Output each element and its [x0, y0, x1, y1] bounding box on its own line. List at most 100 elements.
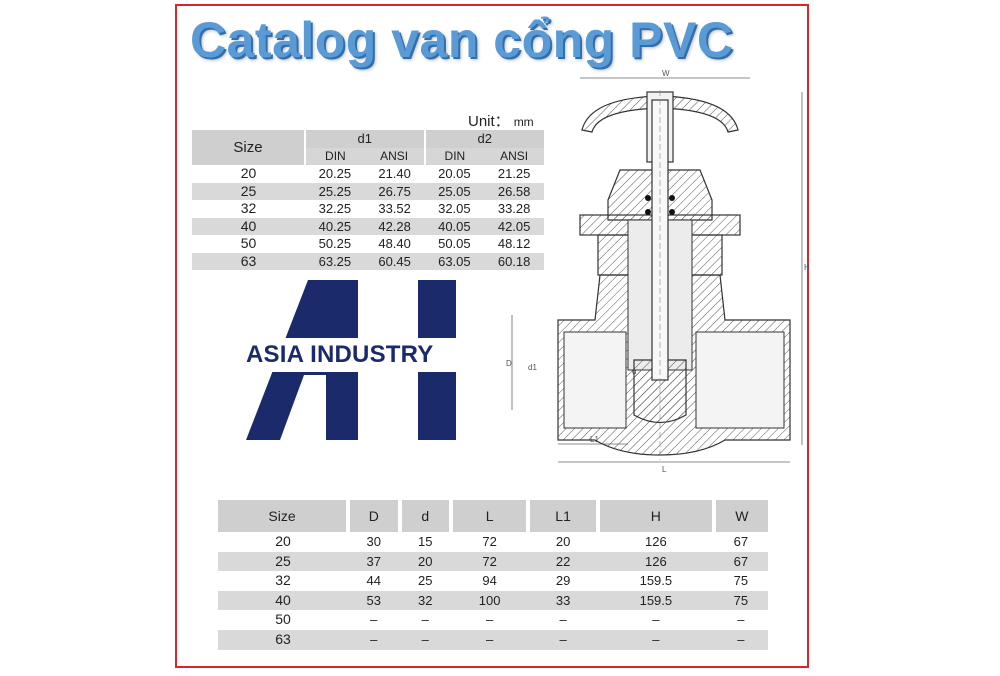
t2-cell: 20 — [399, 551, 451, 572]
dim-w-label: W — [662, 70, 670, 78]
unit-prefix: Unit： — [468, 113, 510, 130]
table-row: 32 32.25 33.52 32.05 33.28 — [192, 200, 544, 218]
t2-cell: 32 — [275, 572, 291, 589]
t2-cell: 75 — [733, 573, 749, 589]
table-row: 50 – – – – – – — [218, 610, 768, 630]
t1-cell: 26.58 — [484, 182, 544, 200]
t1-d1-header: d1 — [304, 130, 425, 148]
unit-value: mm — [513, 115, 534, 129]
t2-header: H — [595, 500, 714, 532]
table-row: 20 20.25 21.40 20.05 21.25 — [192, 165, 544, 183]
t2-cell: – — [348, 629, 400, 650]
o-ring — [645, 195, 651, 201]
left-socket — [563, 331, 627, 429]
dim-d-label: D — [506, 359, 512, 368]
t2-cell: – — [713, 629, 768, 650]
catalog-title: Catalog van cổng PVC — [190, 12, 734, 68]
t1-cell: 32.25 — [318, 201, 352, 216]
t2-cell: 22 — [528, 551, 598, 572]
t2-cell: – — [652, 612, 660, 628]
t1-cell: 25 — [192, 182, 305, 200]
table-row: 25 25.25 26.75 25.05 26.58 — [192, 182, 544, 200]
right-socket — [695, 331, 785, 429]
o-ring — [669, 195, 675, 201]
t1-cell: 20.25 — [318, 166, 352, 181]
t2-header: Size — [218, 500, 348, 532]
t1-cell: 33.28 — [497, 201, 531, 216]
t2-cell: 33 — [528, 590, 598, 611]
t2-cell: – — [597, 629, 714, 650]
dim-d1-label: d1 — [528, 363, 537, 372]
t2-cell: 75 — [713, 590, 768, 611]
t2-cell: 159.5 — [597, 590, 714, 611]
t1-cell: 40 — [192, 217, 305, 235]
dimension-table: Size D d L L1 H W 20 30 15 72 20 126 67 … — [218, 500, 768, 650]
t2-cell: – — [421, 612, 429, 628]
t1-cell: 32.05 — [438, 201, 471, 216]
inner-diameter-table: Size d1 d2 DIN ANSI DIN ANSI 20 20.25 21… — [192, 130, 544, 270]
t2-cell: 15 — [418, 534, 433, 549]
gate-valve-drawing: W H L L1 D d1 d2 d — [506, 70, 810, 474]
table-row: 63 – – – – – – — [218, 629, 768, 650]
t2-cell: 67 — [713, 551, 768, 572]
table-row: 32 44 25 94 29 159.5 75 — [218, 571, 768, 591]
logo-text: ASIA INDUSTRY — [246, 338, 478, 372]
t2-cell: 25 — [418, 573, 433, 589]
t1-cell: 63 — [192, 252, 305, 270]
t1-cell: 63.25 — [305, 252, 365, 270]
t2-cell: 72 — [451, 551, 529, 572]
t2-cell: – — [559, 612, 567, 628]
t1-cell: 63.05 — [424, 252, 485, 270]
table-row: 25 37 20 72 22 126 67 — [218, 551, 768, 572]
catalog-frame — [175, 4, 809, 668]
t2-header: W — [711, 500, 768, 532]
t2-cell: 40 — [218, 590, 348, 611]
unit-label: Unit：mm — [468, 110, 534, 131]
t2-cell: 126 — [645, 534, 667, 549]
table-row: 20 30 15 72 20 126 67 — [218, 532, 768, 552]
t2-cell: – — [399, 629, 451, 650]
t2-cell: – — [451, 629, 529, 650]
t1-cell: 21.40 — [378, 166, 411, 181]
t2-cell: 67 — [733, 534, 749, 549]
t2-cell: 25 — [218, 551, 348, 572]
t1-sub-header: DIN — [304, 147, 365, 165]
t2-header: d — [397, 500, 451, 532]
t1-cell: 48.40 — [378, 236, 411, 251]
t2-cell: – — [370, 612, 378, 628]
t2-cell: 44 — [366, 573, 381, 589]
t2-cell: 20 — [275, 533, 291, 549]
t1-d2-header: d2 — [423, 130, 544, 148]
t2-cell: 94 — [482, 573, 497, 589]
t1-cell: 50.05 — [438, 236, 471, 251]
t2-cell: – — [528, 629, 598, 650]
t1-sub-header: DIN — [423, 147, 485, 165]
t2-cell: – — [737, 612, 745, 628]
t2-cell: 159.5 — [639, 573, 673, 589]
t1-cell: 33.52 — [378, 201, 411, 216]
t2-cell: 63 — [218, 629, 348, 650]
t1-cell: 32 — [240, 200, 257, 216]
o-ring — [645, 209, 651, 215]
t1-cell: 25.25 — [305, 182, 365, 200]
t1-cell: 40.05 — [424, 217, 485, 235]
t2-cell: 126 — [597, 551, 714, 572]
t2-cell: 53 — [348, 590, 400, 611]
t2-cell: 20 — [555, 534, 571, 549]
t1-cell: 60.18 — [484, 252, 544, 270]
t2-cell: 100 — [451, 590, 529, 611]
t2-cell: 32 — [399, 590, 451, 611]
t2-cell: 30 — [366, 534, 381, 549]
t1-cell: 60.45 — [364, 252, 425, 270]
t1-cell: 20.05 — [438, 166, 471, 181]
t1-cell: 42.05 — [484, 217, 544, 235]
o-ring — [669, 209, 675, 215]
t1-cell: 42.28 — [364, 217, 425, 235]
table-row: 63 63.25 60.45 63.05 60.18 — [192, 252, 544, 270]
t1-sub-header: ANSI — [484, 147, 544, 165]
dim-h-label: H — [804, 263, 810, 272]
t1-cell: 20 — [240, 165, 257, 181]
t1-sub-header: ANSI — [364, 147, 425, 165]
handwheel — [581, 95, 739, 133]
t1-cell: 25.05 — [424, 182, 485, 200]
